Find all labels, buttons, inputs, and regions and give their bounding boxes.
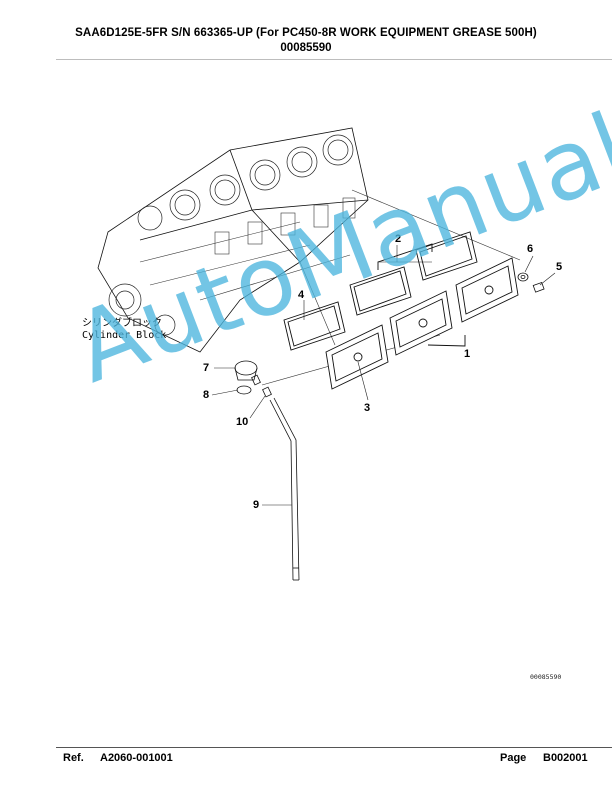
callout-4: 4	[298, 289, 305, 301]
callout-1: 1	[464, 348, 471, 360]
header-divider	[56, 59, 612, 60]
diagram-reference-number: 00085590	[530, 673, 562, 681]
filler-cap-and-tube	[234, 360, 300, 581]
cylinder-block-label-en: Cylinder Block	[82, 330, 167, 341]
callout-8: 8	[203, 389, 210, 401]
cover-plates	[325, 257, 519, 390]
callout-5: 5	[556, 261, 563, 273]
ref-value: A2060-001001	[100, 752, 173, 764]
cylinder-block-label: シリンダブロック Cylinder Block	[82, 318, 166, 342]
callout-3: 3	[364, 402, 371, 414]
callout-leaders	[211, 245, 556, 506]
callout-10: 10	[236, 416, 249, 428]
page-label: Page	[500, 752, 527, 764]
cylinder-block-label-jp: シリンダブロック	[82, 318, 162, 329]
callout-7: 7	[203, 362, 210, 374]
part-code: 00085590	[280, 42, 332, 54]
page-title: SAA6D125E-5FR S/N 663365-UP (For PC450-8…	[75, 27, 537, 39]
bolt-and-washer	[517, 272, 545, 293]
cylinder-block	[97, 127, 369, 353]
gasket-parts	[283, 231, 478, 351]
callout-6: 6	[527, 243, 534, 255]
ref-label: Ref.	[63, 752, 84, 764]
callout-9: 9	[253, 499, 260, 511]
footer-divider	[56, 747, 612, 748]
callout-2: 2	[395, 233, 402, 245]
page-value: B002001	[543, 752, 588, 764]
